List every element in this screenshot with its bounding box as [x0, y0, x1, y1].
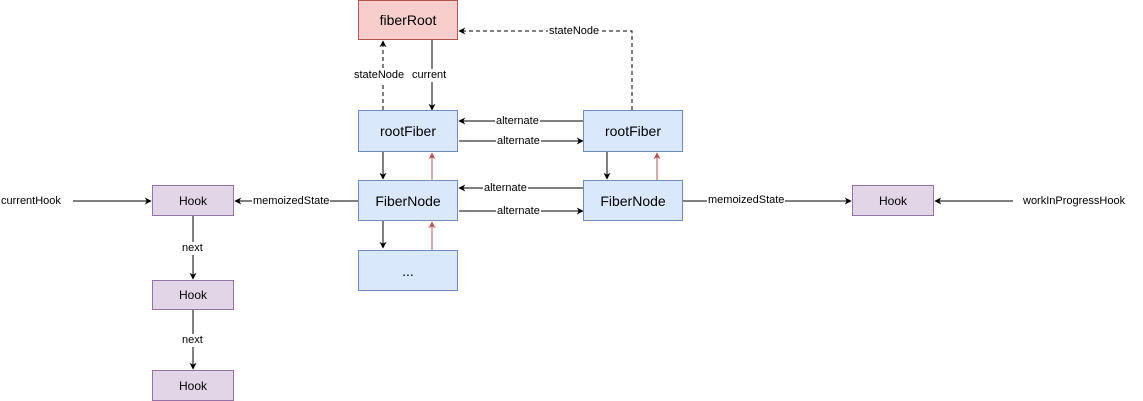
fiber-root-node: fiberRoot: [358, 0, 458, 40]
label-state-node-left: stateNode: [353, 69, 406, 82]
root-fiber-current-node: rootFiber: [358, 110, 458, 152]
label-alternate-3: alternate: [483, 182, 528, 195]
fiber-node-wip: FiberNode: [583, 180, 683, 221]
label-alternate-2: alternate: [496, 135, 541, 148]
label-next-2: next: [181, 334, 204, 347]
edge-state-node-top: [458, 27, 633, 110]
label-current-hook: currentHook: [1, 195, 61, 207]
label-current: current: [411, 69, 448, 82]
hook-current-3: Hook: [152, 370, 234, 401]
ellipsis-node: ...: [358, 250, 458, 291]
label-state-node-top: stateNode: [548, 25, 601, 38]
root-fiber-wip-node: rootFiber: [583, 110, 683, 152]
label-next-1: next: [181, 242, 204, 255]
hook-current-2: Hook: [152, 280, 234, 310]
hook-wip: Hook: [852, 185, 934, 216]
label-memoized-state-right: memoizedState: [707, 194, 786, 207]
label-work-in-progress-hook: workInProgressHook: [1023, 195, 1126, 207]
label-alternate-1: alternate: [495, 115, 540, 128]
label-memoized-state-left: memoizedState: [252, 195, 331, 208]
label-alternate-4: alternate: [496, 205, 541, 218]
hook-current-1: Hook: [152, 185, 234, 216]
fiber-node-current: FiberNode: [358, 180, 458, 221]
